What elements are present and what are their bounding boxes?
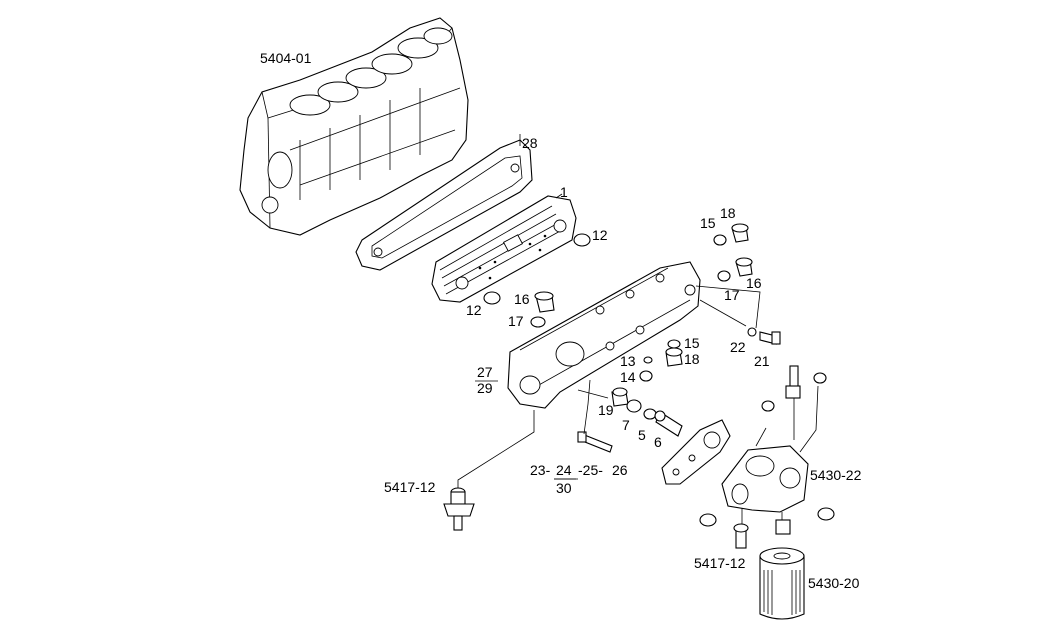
plug-16-left — [534, 291, 555, 313]
callout-6: 6 — [654, 434, 662, 450]
plug-14 — [639, 370, 653, 382]
washer-15-top — [713, 234, 727, 246]
bolt-23 — [577, 431, 613, 453]
washer-7 — [626, 399, 642, 413]
washer-17-right — [717, 270, 731, 282]
washer-17-left — [530, 316, 546, 328]
callout-29: 29 — [477, 380, 493, 396]
callout-26: 26 — [612, 462, 628, 478]
oil-cooler-core — [431, 195, 577, 303]
plug-16-right — [735, 257, 753, 277]
filter-nipple — [775, 519, 791, 535]
callout-17-left: 17 — [508, 313, 524, 329]
callout-18-top: 18 — [720, 205, 736, 221]
callout-sender-bottom: 5417-12 — [694, 555, 746, 571]
callout-24: 24 — [556, 462, 572, 478]
oring-12-left — [483, 291, 501, 305]
callout-22: 22 — [730, 339, 746, 355]
callout-19: 19 — [598, 402, 614, 418]
pressure-switch — [785, 365, 801, 399]
callout-1: 1 — [560, 184, 568, 200]
cooler-gasket — [355, 139, 533, 271]
callout-25: -25- — [578, 462, 603, 478]
oil-sender-left — [443, 487, 475, 531]
leader-lines — [457, 134, 819, 524]
filter-head-plug-left — [761, 400, 775, 412]
callout-engine-block: 5404-01 — [260, 50, 312, 66]
filter-head-plug-bottom-left — [699, 513, 717, 527]
filter-head-gasket — [661, 419, 731, 485]
callout-14: 14 — [620, 369, 636, 385]
callout-18-mid: 18 — [684, 351, 700, 367]
callout-filter-head: 5430-22 — [810, 467, 862, 483]
plug-18-mid — [665, 347, 683, 367]
oil-cooler-housing — [507, 261, 701, 409]
callout-27: 27 — [477, 364, 493, 380]
callout-sender-left: 5417-12 — [384, 479, 436, 495]
fitting-19 — [611, 387, 629, 407]
callout-28: 28 — [522, 135, 538, 151]
callout-30: 30 — [556, 480, 572, 496]
callout-12-left: 12 — [466, 302, 482, 318]
callout-21: 21 — [754, 353, 770, 369]
callout-filter: 5430-20 — [808, 575, 860, 591]
washer-15-mid — [667, 339, 681, 349]
engine-block — [239, 17, 469, 236]
callout-12-right: 12 — [592, 227, 608, 243]
plug-18-top — [731, 223, 749, 243]
oil-filter-head — [721, 445, 809, 513]
oring-12-right — [573, 233, 591, 247]
callout-15-top: 15 — [700, 215, 716, 231]
callout-16-right: 16 — [746, 275, 762, 291]
oil-sender-bottom — [733, 523, 749, 549]
callout-7: 7 — [622, 417, 630, 433]
filter-head-plug-top — [813, 372, 827, 384]
sensor-6 — [654, 410, 683, 437]
oil-filter-cartridge — [759, 547, 805, 620]
callout-23: 23- — [530, 462, 551, 478]
filter-head-plug-right — [817, 507, 835, 521]
bolt-21 — [759, 331, 781, 345]
washer-5 — [643, 408, 657, 420]
callout-15-mid: 15 — [684, 335, 700, 351]
washer-22 — [747, 327, 757, 337]
callout-13: 13 — [620, 353, 636, 369]
callout-17-right: 17 — [724, 287, 740, 303]
callout-5: 5 — [638, 427, 646, 443]
washer-13 — [643, 356, 653, 364]
callout-16-left: 16 — [514, 291, 530, 307]
